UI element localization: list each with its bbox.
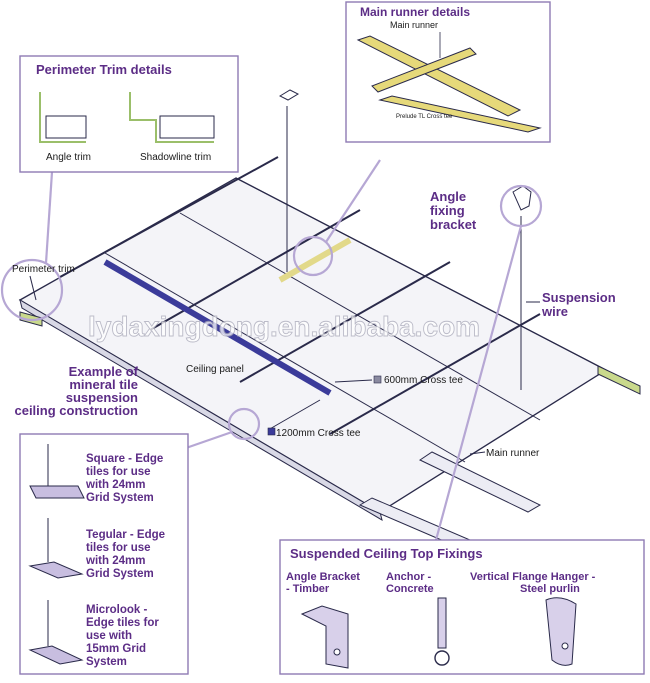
perimeter-trim-title: Perimeter Trim details (36, 62, 172, 77)
main-runner-line-3 (235, 177, 607, 371)
flange-hanger-icon (545, 597, 577, 666)
angle-bracket-line-2: - Timber (286, 583, 330, 595)
main-runner-details-cross-tee: Prelude TL Cross tee (396, 114, 453, 120)
callout-leader-perimeter (44, 171, 54, 264)
arrow-600-cross-tee (334, 379, 373, 383)
callout-leader-main-runner (325, 159, 381, 243)
microlook-edge-line-3: use with (86, 630, 132, 642)
suspension-wire-label-1: Suspension (542, 290, 616, 305)
square-edge-line-4: Grid System (86, 492, 154, 504)
cross-tee-4 (329, 313, 541, 435)
main-runner-highlight (278, 237, 352, 283)
callout-circle-edge-tiles (227, 407, 261, 441)
main-runner-end-2 (418, 451, 542, 513)
microlook-edge-icon (28, 645, 84, 665)
ceiling-grid (18, 156, 641, 549)
microlook-edge-line-4: 15mm Grid (86, 643, 146, 655)
cross-tee-1200-highlight (103, 259, 332, 396)
flange-hanger-line-2: Steel purlin (520, 583, 580, 595)
angle-bracket-line-1: Angle Bracket (286, 571, 360, 583)
microlook-edge-line-1: Microlook - (86, 604, 148, 616)
callout-circle-perimeter-trim (0, 258, 64, 322)
angle-fixing-label-2: fixing (430, 203, 465, 218)
example-label-2: mineral tile (69, 377, 138, 392)
anchor-line-1: Anchor - (386, 571, 432, 583)
tegular-edge-line-1: Tegular - Edge (86, 529, 165, 541)
anchor-icon (437, 597, 447, 649)
shadowline-trim-profile (129, 92, 214, 143)
angle-fixing-bracket-shape (512, 185, 532, 211)
angle-trim-tile (45, 115, 87, 139)
angle-trim-profile (39, 92, 86, 143)
detail-cross-tee-shape (371, 47, 477, 93)
main-runner-details-frame (345, 1, 551, 143)
microlook-edge-line-5: System (86, 656, 127, 668)
main-runner-label: Main runner (486, 448, 540, 459)
angle-fixing-label-1: Angle (430, 189, 466, 204)
perimeter-trim-details-box: Perimeter Trim details Angle trim Shadow… (19, 55, 239, 173)
hanger-bracket-left (278, 89, 300, 101)
flange-hanger-hole (561, 642, 569, 650)
cross-tee-1200-swatch (267, 427, 276, 436)
example-label-1: Example of (69, 364, 139, 379)
suspension-wire-label-2: wire (541, 304, 568, 319)
main-runner-details-box: Main runner details Main runner Prelude … (345, 1, 551, 143)
microlook-edge-line-2: Edge tiles for (86, 617, 159, 629)
main-runner-line-2 (179, 212, 541, 421)
example-label-4: ceiling construction (14, 403, 138, 418)
tegular-edge-line-2: tiles for use (86, 542, 151, 554)
callout-leader-top-fixings (434, 225, 523, 541)
angle-trim-label: Angle trim (46, 152, 91, 163)
top-fixings-box: Suspended Ceiling Top Fixings Angle Brac… (279, 539, 645, 675)
tegular-edge-line-4: Grid System (86, 568, 154, 580)
detail-runner-lower-shape (378, 95, 542, 133)
square-edge-line-3: with 24mm (85, 479, 145, 491)
watermark-text: lydaxingdong.en.alibaba.com (88, 311, 480, 342)
right-perimeter-trim (597, 365, 641, 395)
edge-tiles-box: Square - Edge tiles for use with 24mm Gr… (19, 433, 189, 675)
cross-tee-600-swatch (373, 375, 382, 384)
anchor-eye-icon (434, 650, 450, 666)
tegular-edge-icon (28, 561, 84, 579)
cross-tee-1 (59, 156, 279, 278)
anchor-line-2: Concrete (386, 583, 434, 595)
shadowline-trim-label: Shadowline trim (140, 152, 211, 163)
callout-circle-main-runner (292, 235, 334, 277)
callout-leader-edge-tiles (185, 430, 233, 450)
flange-hanger-line-1: Vertical Flange Hanger - (470, 571, 596, 583)
perimeter-trim-label: Perimeter trim (12, 264, 75, 275)
ceiling-panel-label: Ceiling panel (186, 364, 244, 375)
angle-fixing-label-3: bracket (430, 217, 477, 232)
main-runner-line-1 (104, 252, 466, 463)
arrow-perimeter-trim (29, 275, 37, 301)
cross-tee-600-label: 600mm Cross tee (384, 375, 463, 386)
shadowline-trim-tile (159, 115, 215, 139)
square-edge-line-1: Square - Edge (86, 453, 163, 465)
arrow-1200-cross-tee (267, 399, 321, 431)
main-runner-details-title: Main runner details (360, 5, 470, 19)
main-runner-details-runner: Main runner (390, 20, 438, 30)
detail-main-runner-shape (356, 35, 522, 117)
tegular-edge-line-3: with 24mm (85, 555, 145, 567)
cross-tee-1200-label: 1200mm Cross tee (276, 428, 361, 439)
top-fixings-title: Suspended Ceiling Top Fixings (290, 546, 483, 561)
example-label-3: suspension (66, 390, 138, 405)
square-edge-icon (29, 485, 85, 499)
ceiling-edge (19, 298, 383, 522)
square-edge-line-2: tiles for use (86, 466, 151, 478)
angle-bracket-hole (333, 648, 341, 656)
arrow-main-runner (469, 451, 486, 455)
